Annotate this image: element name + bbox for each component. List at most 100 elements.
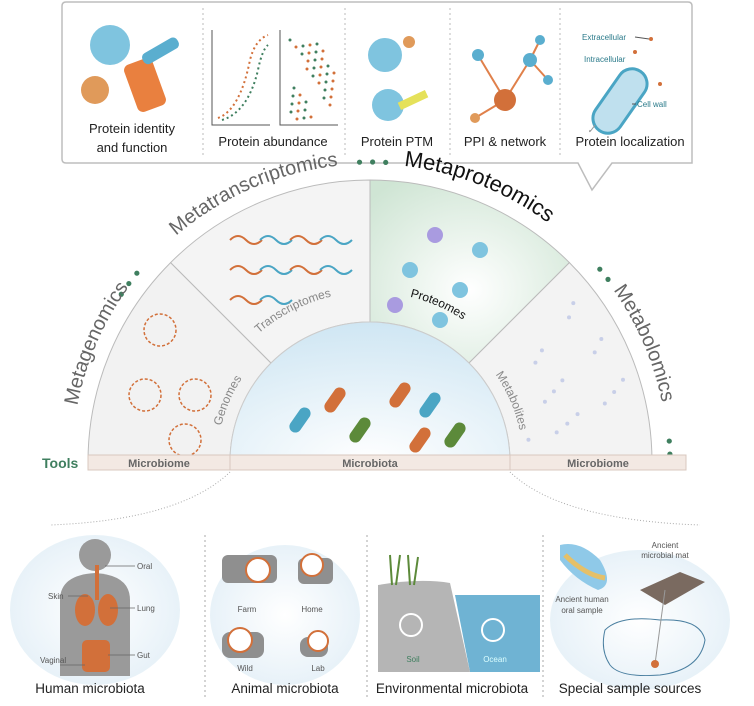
arc-dot (383, 159, 389, 166)
arc-dot (370, 159, 376, 165)
annotation-extracellular: Extracellular (582, 33, 626, 42)
scatter-point (332, 71, 336, 75)
scatter-point (329, 95, 333, 99)
special-sources-icons (560, 544, 706, 676)
panel-label-ptm: Protein PTM (361, 134, 433, 149)
transcript-icon (229, 265, 263, 275)
panel-label-abundance: Protein abundance (218, 134, 327, 149)
scatter-point (319, 65, 323, 69)
tools-label: Tools (42, 455, 79, 471)
scatter-point (303, 108, 307, 112)
metabolite-dot (567, 315, 572, 320)
label-mat-line2: microbial mat (641, 551, 689, 560)
scatter-point (291, 94, 295, 98)
tools-band: Tools Microbiome Microbiota Microbiome (42, 454, 701, 526)
scatter-point (304, 100, 308, 104)
scatter-point (331, 79, 335, 83)
scatter-point (328, 103, 332, 107)
scatter-point (320, 57, 324, 61)
arc-dot (126, 280, 132, 287)
scatter-point (326, 64, 330, 68)
annotation-cell-wall: Cell wall (637, 100, 667, 109)
arc-dot (134, 270, 140, 276)
bacterium-localization-icon (589, 36, 662, 135)
label-mat-line1: Ancient (652, 541, 679, 550)
protein-icon (432, 312, 448, 328)
label-ocean: Ocean (483, 655, 507, 664)
metabolite-dot (602, 401, 607, 406)
transcript-icon (229, 235, 263, 245)
scatter-point (301, 44, 305, 48)
microbe-icon (419, 392, 441, 418)
metabolite-dot (592, 350, 597, 355)
label-skin: Skin (48, 592, 64, 601)
label-oral-sample-line2: oral sample (561, 606, 603, 615)
transcript-icon (259, 295, 293, 305)
panel-label-localization: Protein localization (575, 134, 684, 149)
transcript-icon (289, 235, 323, 245)
special-sample-sources-label: Special sample sources (559, 681, 702, 696)
metabolite-dot (554, 430, 559, 435)
transcript-icon (229, 295, 263, 305)
arc-dot (666, 438, 672, 444)
genome-icon (168, 423, 202, 457)
human-microbiota-label: Human microbiota (35, 681, 145, 696)
soil-ocean-icon (378, 554, 540, 672)
scatter-point (330, 87, 334, 91)
metabolite-dot (620, 377, 625, 382)
label-wild: Wild (237, 664, 253, 673)
microbe-icon (409, 427, 431, 453)
metabolite-dot (542, 399, 547, 404)
animal-icons (222, 553, 333, 658)
scatter-point (325, 72, 329, 76)
arc-dot (597, 266, 603, 272)
genome-icon (143, 313, 177, 347)
protein-icon (402, 262, 418, 278)
human-body-icon (60, 539, 130, 676)
scatter-point (323, 88, 327, 92)
transcript-icon (289, 265, 323, 275)
microbe-icon (289, 407, 311, 433)
scatter-point (288, 38, 292, 42)
label-farm: Farm (238, 605, 257, 614)
scatter-point (321, 49, 325, 53)
transcript-icon (319, 235, 353, 245)
metabolite-dot (533, 360, 538, 365)
scatter-point (312, 66, 316, 70)
metabolite-dot (612, 389, 617, 394)
scatter-point (322, 96, 326, 100)
panel-label-ppi: PPI & network (464, 134, 547, 149)
transcript-icon (259, 235, 293, 245)
scatter-point (295, 117, 299, 121)
band-microbiome-right: Microbiome (567, 458, 629, 470)
microbe-icon (324, 387, 346, 413)
panel-label-identity-line2: and function (97, 140, 168, 155)
arc-dot (118, 291, 124, 297)
annotation-intracellular: Intracellular (584, 55, 626, 64)
scatter-point (324, 80, 328, 84)
microbe-icon (444, 422, 466, 448)
protein-icon (472, 242, 488, 258)
scatter-point (294, 45, 298, 49)
genome-icon (178, 378, 212, 412)
scatter-point (313, 58, 317, 62)
protein-icon (387, 297, 403, 313)
microbe-icon (389, 382, 411, 408)
scatter-point (300, 52, 304, 56)
metabolite-dot (571, 301, 576, 306)
scatter-point (296, 109, 300, 113)
scatter-point (306, 59, 310, 63)
protein-structure-icon (81, 25, 179, 112)
scatter-point (309, 115, 313, 119)
network-icon (470, 35, 553, 123)
scatter-point (315, 42, 319, 46)
metabolite-dot (565, 421, 570, 426)
band-microbiota: Microbiota (342, 458, 398, 470)
scatter-point (302, 116, 306, 120)
label-gut: Gut (137, 651, 151, 660)
arc-dot (356, 159, 363, 165)
label-soil: Soil (406, 655, 420, 664)
label-lab: Lab (311, 664, 325, 673)
